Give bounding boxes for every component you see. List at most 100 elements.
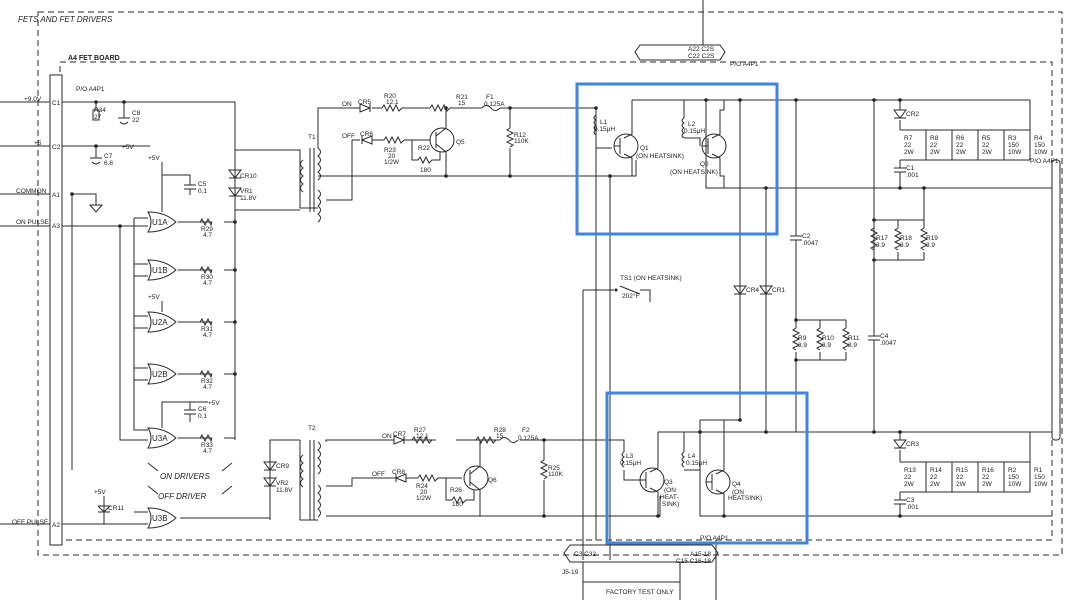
r17-label: R17 [876,235,888,242]
cr2-label: CR2 [906,111,919,118]
on-drivers-bracket [147,462,233,472]
board-title: A4 FET BOARD [68,55,120,62]
r20-label: R20 [384,93,396,100]
r6-watt: 2W [956,149,967,156]
cr3-body [893,439,907,449]
q4-leads [706,420,725,516]
r16-label: R16 [982,467,994,474]
wire-off-upper [326,139,430,201]
cr7-label: CR7 [393,431,406,438]
q3-note-1: (ON [664,487,676,494]
wire-lower-load [894,432,906,516]
right-connector [1051,159,1061,441]
r17-value: 3.9 [876,242,885,249]
r25-value: 110K [548,471,563,478]
r20-body [381,103,403,113]
vr1-label: VR1 [240,188,253,195]
r27-body [411,435,433,445]
r9-label: R9 [798,335,807,342]
wire-upper-load [776,99,1030,188]
input-label-on-pulse: ON PULSE [16,219,50,226]
supply-5v-u1: +5V [148,155,160,162]
cr9-label: CR9 [276,463,289,470]
r12-body [505,127,515,148]
r4-value: 150 [1034,142,1045,149]
r33-body [199,433,213,443]
r34-body [92,109,100,121]
cr9-vr2-body [263,461,277,487]
wire-q3-gate [610,439,661,517]
l3-value: 0.15μH [620,460,641,467]
wire-gate-inputs [62,217,148,441]
off-label-lower: OFF [372,471,385,478]
t2-core [309,440,315,520]
r27-label: R27 [414,427,426,434]
c2-value: .0047 [802,240,819,247]
r4-label: R4 [1034,135,1043,142]
input-label-common: COMMON [16,188,47,195]
r3-watt: 10W [1008,149,1022,156]
cr1-body [759,285,773,295]
gate-label-u3a: U3A [152,434,168,443]
r14-value: 22 [930,474,938,481]
r9-value: 3.9 [798,342,807,349]
cr3-label: CR3 [906,441,919,448]
q3-label: Q3 [664,479,673,486]
q5-leads [435,108,447,176]
junctions [70,98,926,518]
r25-label: R25 [548,465,560,472]
r31-body [199,317,213,327]
r32-value: 4.7 [203,384,212,391]
q5-label: Q5 [456,139,465,146]
q4-note-2: HEATSINK) [728,495,762,502]
c7-body [90,146,102,165]
supply-5v-a: +5V [122,144,134,151]
c8-label: C8 [132,110,141,117]
c5-value: 0.1 [198,188,207,195]
l4-value: 0.15μH [686,460,707,467]
diagram-title: FETS AND FET DRIVERS [18,15,113,24]
f1-label: F1 [486,94,494,101]
r8-watt: 2W [930,149,941,156]
vr2-label: VR2 [276,480,289,487]
ts1-contact [614,288,618,292]
cr10-label: CR10 [240,173,257,180]
c8-body [118,117,130,125]
off-label-upper: OFF [342,133,355,140]
l2-value: 0.15μH [684,128,705,135]
inputs: +9.0V C1 +5 C2 COMMON A1 ON PULSE A3 OFF… [12,96,61,529]
gate-u2b [147,363,177,385]
r24-watt: 1/2W [416,495,432,502]
r22-value: 180 [420,167,431,174]
q1-leads [614,100,633,176]
q4-label: Q4 [732,481,741,488]
c8-value: 22 [132,117,140,124]
c2-label: C2 [802,233,811,240]
l2-body [681,117,685,139]
gate-u2a [147,311,177,333]
cr6-body [360,135,373,145]
cr4-label: CR4 [746,287,759,294]
wire-c2-c4 [790,100,880,432]
conn-bottom-1: C3 C32 [574,551,596,558]
c5-label: C5 [198,181,207,188]
wire-upper-bank [900,100,1031,161]
cr7-body [393,435,406,445]
r14-watt: 2W [930,481,941,488]
cr8-body [394,473,407,483]
pin-a3: A3 [52,223,60,230]
r8-value: 22 [930,142,938,149]
wire-lower-output [699,420,1052,517]
gate-u3b [147,507,177,529]
c6-label: C6 [198,406,207,413]
q1-note: (ON HEATSINK) [636,153,684,160]
r13-value: 22 [904,474,912,481]
conn-right-2: C15 C16-18 [676,558,711,565]
r22-body [411,140,441,165]
c5-body [162,174,196,195]
f2-value: 0.125A [518,435,539,442]
gate-label-u3b: U3B [152,514,168,523]
ref-c22: C22 C2S [688,53,715,60]
r31-value: 4.7 [203,332,212,339]
